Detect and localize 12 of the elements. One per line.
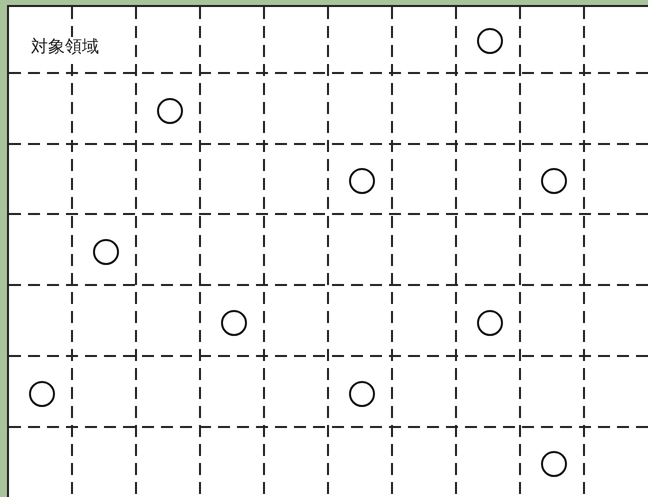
target-area	[7, 5, 648, 497]
circle-mark	[477, 310, 503, 336]
circle-mark	[349, 168, 375, 194]
circle-mark	[157, 98, 183, 124]
circle-mark	[93, 238, 119, 264]
circle-mark	[541, 168, 567, 194]
circle-mark	[477, 28, 503, 54]
area-label: 対象領域	[30, 37, 100, 57]
circle-mark	[29, 380, 55, 406]
circle-mark	[221, 310, 247, 336]
circle-mark	[349, 380, 375, 406]
circle-mark	[541, 451, 567, 477]
